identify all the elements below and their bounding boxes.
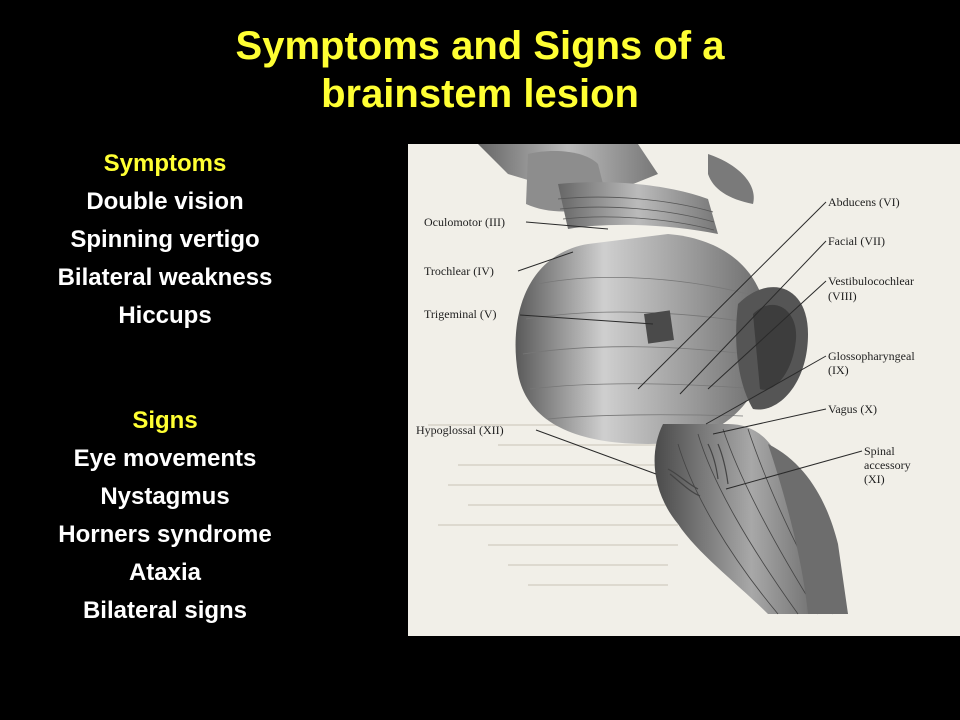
label-vestibulocochlear-2: (VIII) bbox=[828, 289, 857, 303]
label-hypoglossal: Hypoglossal (XII) bbox=[416, 423, 504, 437]
brainstem-drawing: Oculomotor (III) Trochlear (IV) Trigemin… bbox=[416, 144, 915, 615]
label-vagus: Vagus (X) bbox=[828, 402, 877, 416]
label-glossopharyngeal-1: Glossopharyngeal bbox=[828, 349, 915, 363]
symptom-item: Double vision bbox=[86, 188, 244, 215]
symptom-item: Hiccups bbox=[118, 302, 212, 329]
symptom-item: Spinning vertigo bbox=[70, 226, 260, 253]
label-facial: Facial (VII) bbox=[828, 234, 885, 248]
pons-shape bbox=[515, 234, 768, 444]
sign-item: Eye movements bbox=[73, 445, 257, 472]
right-labels: Abducens (VI) Facial (VII) Vestibulococh… bbox=[828, 195, 915, 486]
label-oculomotor: Oculomotor (III) bbox=[424, 215, 505, 229]
symptoms-heading: Symptoms bbox=[103, 150, 227, 177]
signs-heading: Signs bbox=[132, 407, 198, 434]
label-trochlear: Trochlear (IV) bbox=[424, 264, 494, 278]
leader-lines bbox=[517, 201, 863, 490]
label-vestibulocochlear-1: Vestibulocochlear bbox=[828, 274, 914, 288]
symptom-item: Bilateral weakness bbox=[57, 264, 273, 291]
left-labels: Oculomotor (III) Trochlear (IV) Trigemin… bbox=[416, 215, 505, 437]
label-abducens: Abducens (VI) bbox=[828, 195, 900, 209]
label-spinal-2: accessory bbox=[864, 458, 911, 472]
title-line-2: brainstem lesion bbox=[321, 72, 639, 116]
label-trigeminal: Trigeminal (V) bbox=[424, 307, 497, 321]
brainstem-illustration: Oculomotor (III) Trochlear (IV) Trigemin… bbox=[408, 144, 960, 636]
sign-item: Bilateral signs bbox=[82, 597, 248, 624]
label-glossopharyngeal-2: (IX) bbox=[828, 363, 849, 377]
slide-title: Symptoms and Signs of a brainstem lesion bbox=[0, 22, 960, 118]
label-spinal-3: (XI) bbox=[864, 472, 885, 486]
symptoms-list: Symptoms Double vision Spinning vertigo … bbox=[20, 145, 310, 335]
signs-list: Signs Eye movements Nystagmus Horners sy… bbox=[20, 402, 310, 630]
sign-item: Horners syndrome bbox=[58, 521, 272, 548]
sign-item: Nystagmus bbox=[100, 483, 230, 510]
title-line-1: Symptoms and Signs of a bbox=[235, 24, 725, 68]
medulla-shape bbox=[654, 424, 848, 614]
background-text bbox=[428, 424, 678, 586]
label-spinal-1: Spinal bbox=[864, 444, 895, 458]
sign-item: Ataxia bbox=[128, 559, 202, 586]
